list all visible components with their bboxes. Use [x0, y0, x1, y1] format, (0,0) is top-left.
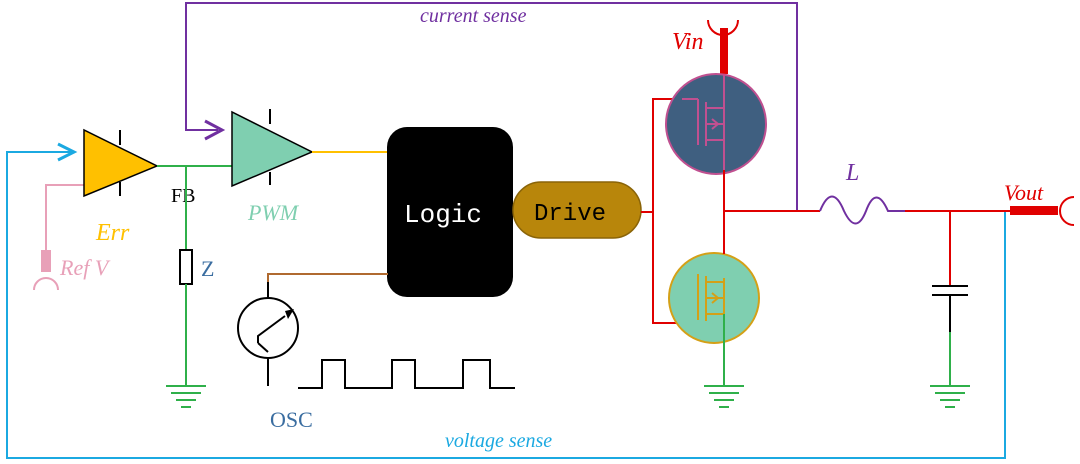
z-impedance	[179, 249, 193, 285]
square-wave-icon	[298, 359, 515, 389]
ref-v-wire	[45, 184, 84, 258]
ref-v-source-icon	[33, 277, 59, 291]
vout-label: Vout	[1004, 180, 1044, 205]
osc-to-logic-wire	[267, 273, 388, 298]
pwm-label: PWM	[247, 200, 300, 225]
vout-terminal-icon	[1059, 196, 1075, 226]
inductor-label: L	[845, 160, 859, 186]
drive-block	[512, 181, 642, 239]
osc-symbol-icon	[257, 309, 294, 353]
current-sense-wire	[185, 2, 798, 210]
err-amp-label: Err	[95, 220, 130, 246]
gate-low-wire	[652, 212, 682, 324]
ground-icon	[166, 385, 206, 408]
logic-label: Logic	[404, 200, 482, 230]
high-mosfet-symbol-icon	[682, 74, 725, 170]
vout-terminal	[1010, 206, 1058, 215]
z-label: Z	[201, 256, 214, 281]
voltage-sense-arrowhead	[57, 142, 78, 162]
ground-icon	[704, 385, 744, 408]
logic-block	[387, 127, 513, 297]
ref-v-terminal	[41, 250, 51, 272]
current-sense-arrowhead	[204, 119, 226, 141]
ground-icon	[930, 385, 970, 408]
fb-label: FB	[171, 185, 195, 207]
ref-v-label: Ref V	[59, 255, 111, 280]
low-mosfet-symbol-icon	[697, 274, 725, 321]
vin-label: Vin	[672, 29, 704, 55]
vin-terminal	[720, 28, 728, 74]
drive-label: Drive	[534, 201, 606, 228]
pwm-comparator	[231, 110, 314, 188]
error-amplifier	[83, 128, 159, 198]
inductor	[819, 195, 905, 225]
osc-label: OSC	[270, 407, 313, 432]
voltage-sense-wire	[6, 151, 1006, 459]
current-sense-label: current sense	[420, 5, 527, 27]
voltage-sense-label: voltage sense	[445, 430, 552, 452]
